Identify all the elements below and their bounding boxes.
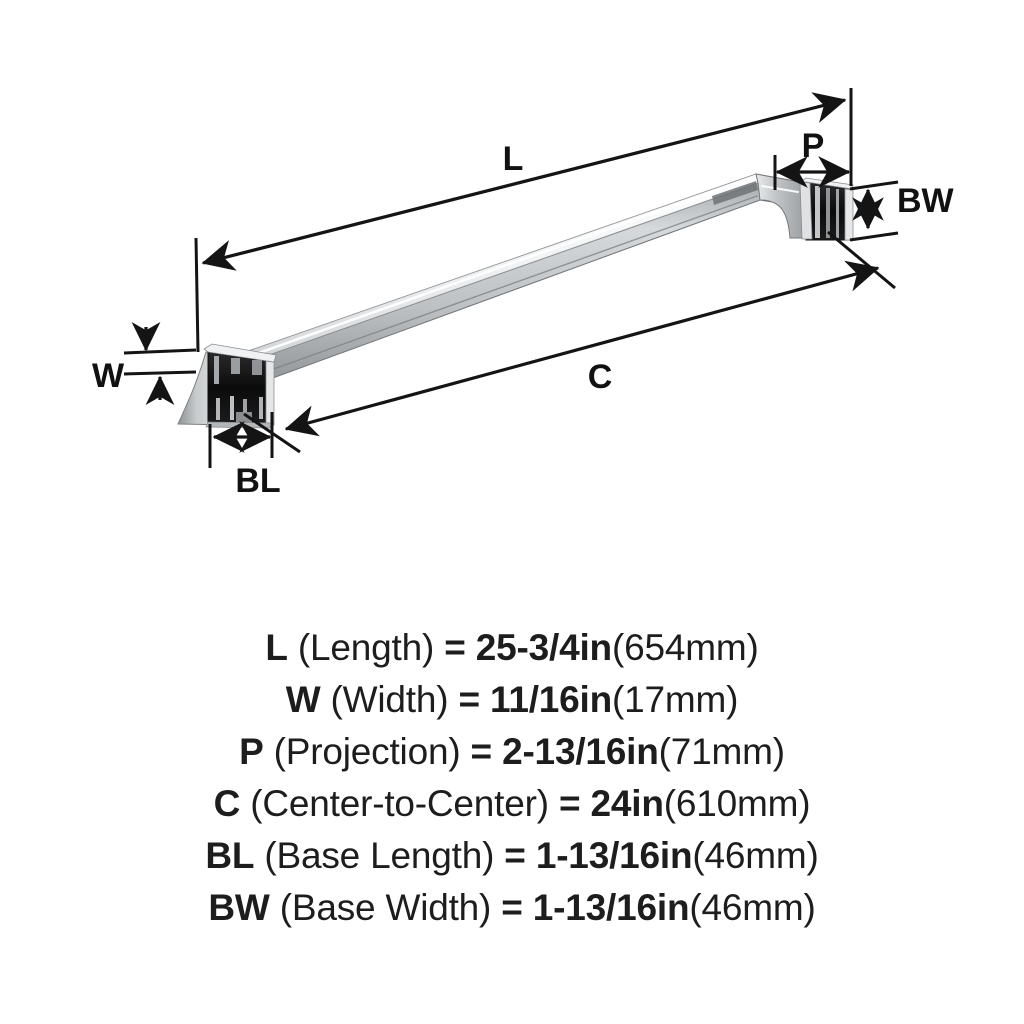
spec-name: (Length) [297,627,435,668]
product-dimension-diagram: L P BW W [92,88,955,500]
spec-symbol: P [239,731,264,772]
left-mount-boss-3 [243,399,247,419]
dimension-BL: BL [208,412,281,500]
spec-symbol: L [265,627,288,668]
BW-label: BW [897,182,955,220]
right-mount-rib-3 [836,189,839,238]
left-mount-rib-3 [252,360,262,375]
left-mount-boss-1 [216,398,220,420]
BL-label: BL [235,462,280,500]
left-mount-boss-4 [259,397,263,419]
C-dimension-line [284,260,880,437]
spec-value: 1-13/16in [535,835,693,876]
spec-name: (Center-to-Center) [250,783,549,824]
spec-metric: (46mm) [692,835,819,876]
P-label: P [802,127,825,165]
bar-shadow-line [239,195,758,382]
spec-line-BW: BW (Base Width) = 1-13/16in(46mm) [0,882,1024,934]
spec-symbol: BW [208,887,270,928]
W-extension-top [123,348,197,355]
spec-value: 24in [590,783,664,824]
dimension-W: W [92,322,197,405]
left-mount-rib-1 [214,356,219,384]
spec-line-BL: BL (Base Length) = 1-13/16in(46mm) [0,830,1024,882]
left-mount-top-cap [203,343,277,363]
spec-symbol: W [285,679,321,720]
W-extension-bottom [123,370,197,376]
right-mount-left-edge [799,181,813,240]
spec-line-C: C (Center-to-Center) = 24in(610mm) [0,778,1024,830]
BW-extension-bottom [849,231,899,242]
spec-equals: = [501,887,523,928]
BW-extension-top [849,180,899,191]
spec-value: 11/16in [489,679,613,720]
spec-symbol: C [213,783,241,824]
left-mount-rib-2 [231,358,240,374]
spec-name: (Width) [330,679,449,720]
right-mount-rib-1 [815,186,820,238]
spec-equals: = [444,627,466,668]
spec-metric: (610mm) [663,783,811,824]
spec-line-L: L (Length) = 25-3/4in(654mm) [0,622,1024,674]
spec-value: 25-3/4in [475,627,612,668]
spec-equals: = [458,679,480,720]
spec-equals: = [504,835,526,876]
spec-metric: (654mm) [611,627,759,668]
right-mount-right-edge [844,188,854,241]
spec-name: (Base Length) [264,835,495,876]
spec-name: (Projection) [273,731,461,772]
right-mount-rib-2 [826,188,830,238]
C-extension-right [827,230,896,290]
left-mount-boss-2 [230,396,234,420]
spec-metric: (71mm) [658,731,785,772]
L-extension-left [194,237,200,353]
spec-equals: = [470,731,493,772]
bar-right-transition [755,173,807,239]
L-label: L [503,140,524,178]
spec-value: 2-13/16in [502,731,659,772]
W-label: W [92,357,125,395]
dimension-P: P [773,127,851,190]
spec-name: (Base Width) [279,887,492,928]
spec-line-P: P (Projection) = 2-13/16in(71mm) [0,726,1024,778]
dimension-L: L [194,88,853,353]
dimension-BW: BW [849,180,955,242]
spec-metric: (17mm) [612,679,739,720]
C-label: C [588,358,613,396]
specification-list: L (Length) = 25-3/4in(654mm) W (Width) =… [0,622,1024,934]
spec-value: 1-13/16in [532,887,690,928]
spec-equals: = [558,783,581,824]
diagram-svg: L P BW W [92,88,955,500]
bar-highlight [234,176,754,363]
spec-metric: (46mm) [689,887,816,928]
spec-symbol: BL [205,835,255,876]
L-dimension-line [201,92,847,271]
spec-line-W: W (Width) = 11/16in(17mm) [0,674,1024,726]
